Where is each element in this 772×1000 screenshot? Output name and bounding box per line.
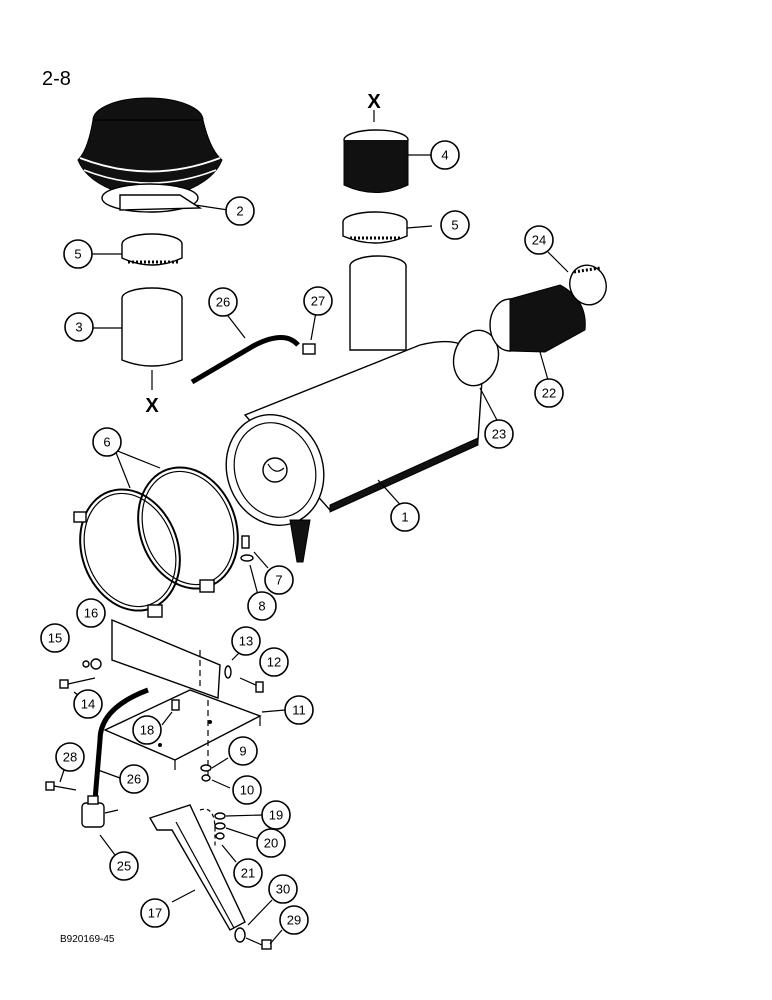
callout-29: 29 (279, 905, 309, 935)
callout-5-lower-label: 5 (74, 247, 81, 262)
x-marker-bottom: X (145, 395, 159, 417)
rubber-elbow-part-22 (489, 284, 586, 381)
callout-20: 20 (256, 828, 286, 858)
callout-5-upper: 5 (440, 210, 470, 240)
callout-4: 4 (430, 140, 460, 170)
valve-part-25 (81, 795, 119, 856)
clamp-ring-part-23 (452, 329, 500, 423)
callout-18-label: 18 (140, 723, 154, 738)
callout-16: 16 (76, 598, 106, 628)
callout-9-label: 9 (239, 744, 246, 759)
screw-part-28 (45, 769, 77, 791)
callout-14-label: 14 (81, 697, 95, 712)
callout-9: 9 (228, 736, 258, 766)
callout-30: 30 (268, 874, 298, 904)
callout-17-label: 17 (148, 906, 162, 921)
vacuator-tube-upper (190, 311, 300, 385)
bolt-washer-parts-14-15-16 (59, 658, 102, 701)
precleaner-cap-part (77, 97, 229, 213)
hardware-parts-9-10-18-21 (161, 699, 263, 863)
callout-17: 17 (140, 898, 170, 928)
callout-3-label: 3 (75, 320, 82, 335)
callout-8: 8 (247, 591, 277, 621)
fitting-part-27 (302, 311, 317, 355)
vacuator-tube-lower (92, 687, 149, 801)
callout-13: 13 (231, 626, 261, 656)
callout-7-label: 7 (275, 573, 282, 588)
callout-5-lower: 5 (63, 239, 93, 269)
mounting-bands-part-6 (73, 449, 239, 618)
callout-19: 19 (261, 800, 291, 830)
callout-18: 18 (132, 715, 162, 745)
callout-24: 24 (524, 225, 554, 255)
bolt-washer-parts-7-8 (240, 535, 269, 596)
callout-14: 14 (73, 689, 103, 719)
callout-7: 7 (264, 565, 294, 595)
callout-26-lower-label: 26 (127, 772, 141, 787)
callout-22: 22 (534, 378, 564, 408)
callout-27: 27 (303, 286, 333, 316)
callout-2: 2 (225, 196, 255, 226)
hose-clamp-lower (92, 233, 183, 266)
callout-15: 15 (40, 623, 70, 653)
callout-2-label: 2 (236, 204, 243, 219)
callout-16-label: 16 (84, 606, 98, 621)
callout-15-label: 15 (48, 631, 62, 646)
x-marker-top: X (367, 91, 381, 113)
callout-8-label: 8 (258, 599, 265, 614)
hose-part-4 (343, 129, 432, 193)
callout-23-label: 23 (492, 427, 506, 442)
callout-6-label: 6 (103, 435, 110, 450)
hose-clamp-upper (342, 211, 433, 244)
figure-code: B920169-45 (60, 934, 115, 945)
callout-28: 28 (55, 742, 85, 772)
callout-21-label: 21 (241, 866, 255, 881)
callout-26-upper: 26 (208, 287, 238, 317)
callout-20-label: 20 (264, 836, 278, 851)
callout-25: 25 (109, 851, 139, 881)
bolt-washer-parts-29-30 (234, 899, 283, 950)
callout-5-upper-label: 5 (451, 218, 458, 233)
callout-22-label: 22 (542, 386, 556, 401)
callout-23: 23 (484, 419, 514, 449)
callout-1: 1 (390, 502, 420, 532)
callout-11: 11 (284, 695, 314, 725)
callout-30-label: 30 (276, 882, 290, 897)
callout-10-label: 10 (240, 783, 254, 798)
callout-25-label: 25 (117, 859, 131, 874)
callout-4-label: 4 (441, 148, 448, 163)
tube-part-3 (92, 287, 183, 367)
callout-12: 12 (259, 647, 289, 677)
callout-11-label: 11 (292, 703, 306, 718)
callout-24-label: 24 (532, 233, 546, 248)
callout-13-label: 13 (239, 634, 253, 649)
callout-26-upper-label: 26 (216, 295, 230, 310)
bolt-washer-parts-12-13 (224, 651, 264, 693)
hose-clamp-part-24 (547, 251, 607, 306)
callout-29-label: 29 (287, 913, 301, 928)
callout-1-label: 1 (401, 510, 408, 525)
page-number: 2-8 (42, 68, 71, 90)
callout-3: 3 (64, 312, 94, 342)
callout-28-label: 28 (63, 750, 77, 765)
callout-26-lower: 26 (119, 764, 149, 794)
support-bracket-part-17 (148, 804, 246, 931)
callout-19-label: 19 (269, 808, 283, 823)
callout-21: 21 (233, 858, 263, 888)
callout-12-label: 12 (267, 655, 281, 670)
callout-10: 10 (232, 775, 262, 805)
callout-27-label: 27 (311, 294, 325, 309)
callout-6: 6 (92, 427, 122, 457)
air-cleaner-housing-part-1 (225, 255, 483, 563)
